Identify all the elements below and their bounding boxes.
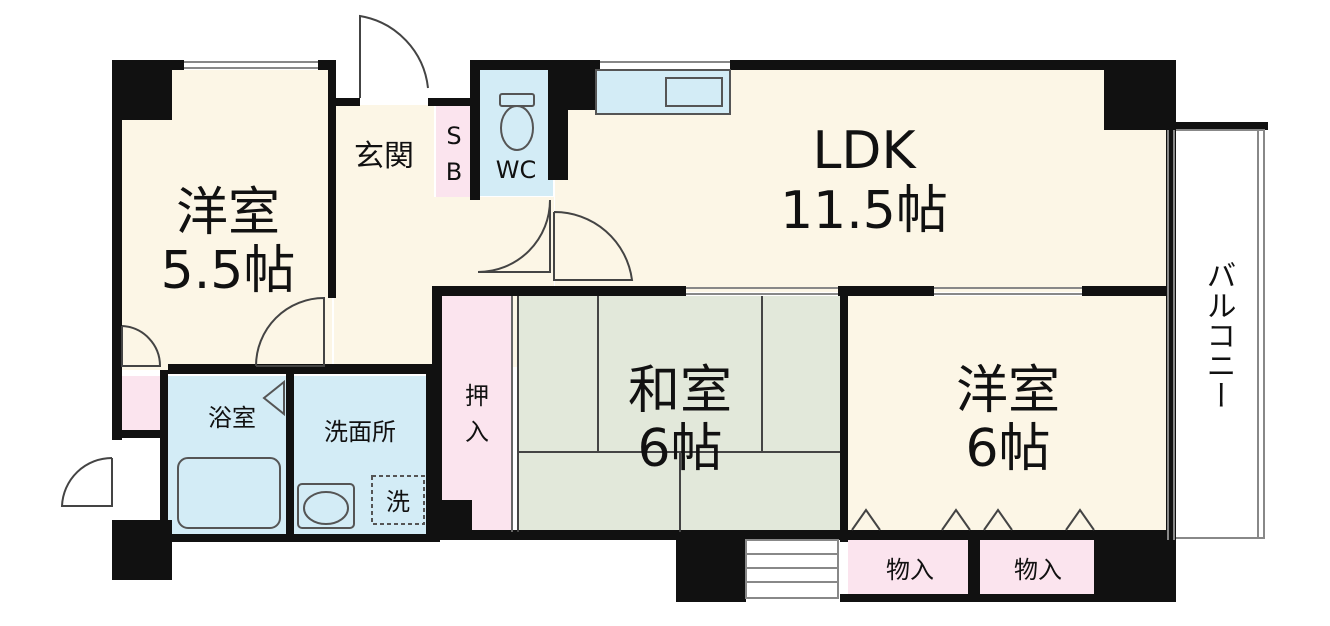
bath-label: 浴室 — [208, 404, 256, 432]
washbasin — [297, 483, 355, 529]
ldk-size: 11.5帖 — [780, 181, 948, 241]
entrance-label: 玄関 — [354, 139, 414, 174]
washer-label: 洗 — [386, 488, 410, 516]
closet-floor — [442, 296, 512, 532]
tatami-lines — [517, 296, 840, 532]
bathtub — [177, 457, 281, 529]
storage-2-label: 物入 — [1014, 556, 1062, 584]
walls — [112, 60, 1268, 602]
western-room-right-floor — [846, 296, 1168, 532]
western-room-left-name: 洋室 — [176, 183, 280, 243]
shoe-box-label-b: B — [446, 158, 462, 186]
left-small-storage — [120, 376, 164, 434]
balcony-outline — [1176, 129, 1265, 539]
balcony-label: バルコニー — [1201, 260, 1236, 410]
toilet-label: WC — [496, 156, 537, 184]
bath-corner-mark — [262, 379, 285, 417]
western-room-left-size: 5.5帖 — [161, 241, 296, 301]
windows — [184, 61, 1175, 540]
japanese-room-size: 6帖 — [637, 419, 722, 479]
toilet-fixture — [499, 93, 535, 151]
shoe-box-area — [436, 105, 472, 197]
storage-door-marks — [851, 508, 1095, 531]
storage-1-label: 物入 — [886, 556, 934, 584]
entrance-floor — [334, 105, 434, 197]
door-swings — [60, 14, 634, 507]
storage-2-floor — [978, 540, 1096, 596]
washer-place — [371, 475, 425, 525]
closet-label-1: 押 — [465, 382, 489, 410]
steps — [745, 539, 839, 599]
ldk-name: LDK — [812, 121, 917, 181]
closet-label-2: 入 — [465, 418, 489, 446]
western-room-right-name: 洋室 — [956, 361, 1060, 421]
western-room-right-size: 6帖 — [965, 419, 1050, 479]
washroom-label: 洗面所 — [324, 418, 396, 446]
shoe-box-label-s: S — [446, 122, 461, 150]
storage-1-floor — [848, 540, 972, 596]
japanese-room-name: 和室 — [628, 361, 732, 421]
kitchen-counter — [595, 69, 731, 115]
